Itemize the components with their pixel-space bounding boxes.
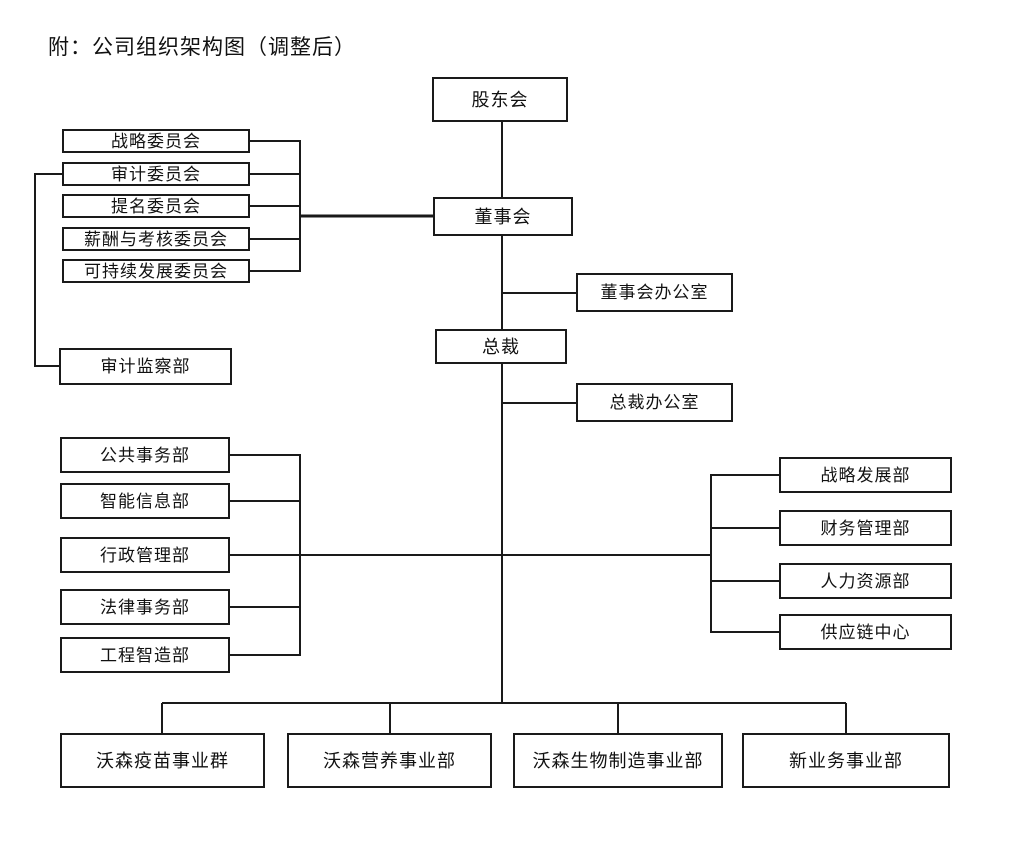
node-dept-public-affairs: 公共事务部 <box>60 437 230 473</box>
node-unit-vaccine-group: 沃森疫苗事业群 <box>60 733 265 788</box>
node-board-office: 董事会办公室 <box>576 273 733 312</box>
node-dept-administration: 行政管理部 <box>60 537 230 573</box>
node-audit-supervision-dept: 审计监察部 <box>59 348 232 385</box>
node-dept-human-resources: 人力资源部 <box>779 563 952 599</box>
node-shareholders-meeting: 股东会 <box>432 77 568 122</box>
node-committee-remuneration: 薪酬与考核委员会 <box>62 227 250 251</box>
node-dept-intelligent-information: 智能信息部 <box>60 483 230 519</box>
node-committee-audit: 审计委员会 <box>62 162 250 186</box>
node-unit-new-business-division: 新业务事业部 <box>742 733 950 788</box>
node-unit-nutrition-division: 沃森营养事业部 <box>287 733 492 788</box>
node-committee-sustainability: 可持续发展委员会 <box>62 259 250 283</box>
node-president-office: 总裁办公室 <box>576 383 733 422</box>
node-unit-biomanufacturing-division: 沃森生物制造事业部 <box>513 733 723 788</box>
page-title: 附：公司组织架构图（调整后） <box>48 35 356 59</box>
node-dept-supply-chain-center: 供应链中心 <box>779 614 952 650</box>
node-board-of-directors: 董事会 <box>433 197 573 236</box>
node-dept-engineering-manufacturing: 工程智造部 <box>60 637 230 673</box>
node-committee-strategy: 战略委员会 <box>62 129 250 153</box>
node-president: 总裁 <box>435 329 567 364</box>
node-dept-strategic-development: 战略发展部 <box>779 457 952 493</box>
node-dept-financial-management: 财务管理部 <box>779 510 952 546</box>
node-dept-legal-affairs: 法律事务部 <box>60 589 230 625</box>
audit-link-line <box>34 173 62 367</box>
node-committee-nomination: 提名委员会 <box>62 194 250 218</box>
